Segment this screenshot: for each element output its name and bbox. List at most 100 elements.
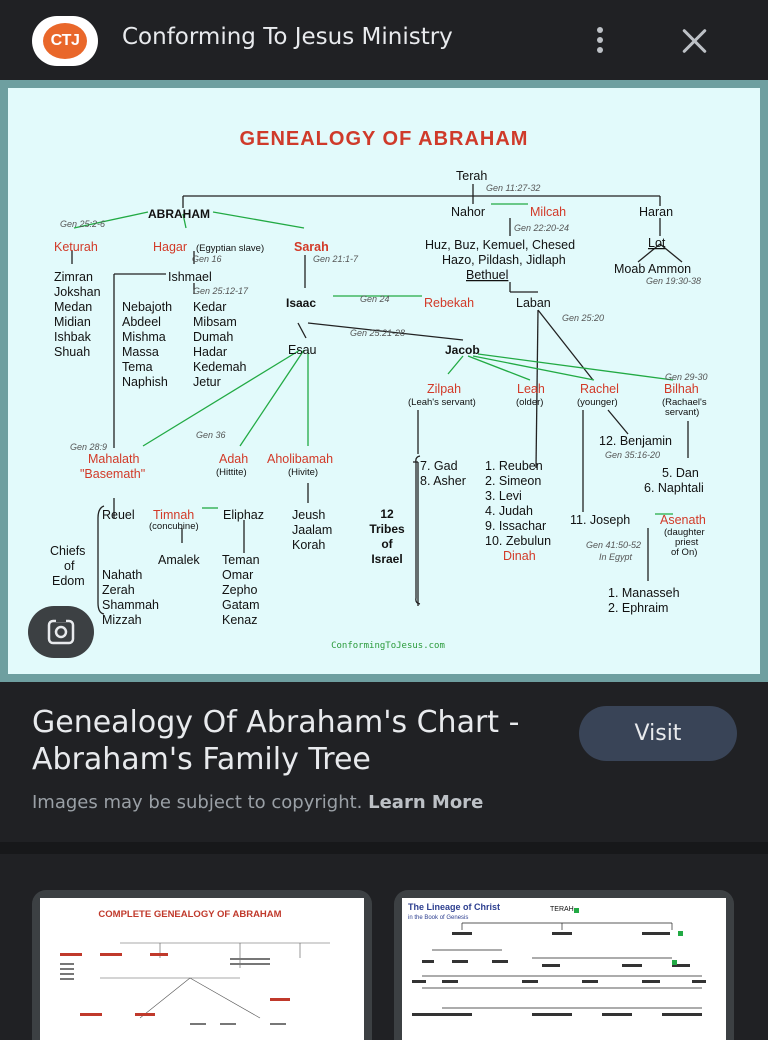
svg-text:Gatam: Gatam xyxy=(222,598,260,612)
svg-text:3. Levi: 3. Levi xyxy=(485,489,522,503)
svg-text:Adah: Adah xyxy=(219,452,248,466)
close-icon[interactable] xyxy=(680,26,710,56)
svg-text:Gen 22:20-24: Gen 22:20-24 xyxy=(514,223,569,233)
svg-text:Zepho: Zepho xyxy=(222,583,257,597)
gen-references: Gen 11:27-32 Gen 25:2-6 Gen 16 Gen 21:1-… xyxy=(60,183,708,562)
copyright-notice: Images may be subject to copyright. Lear… xyxy=(32,792,483,813)
svg-text:Massa: Massa xyxy=(122,345,159,359)
svg-text:1. Manasseh: 1. Manasseh xyxy=(608,586,680,600)
image-title[interactable]: Genealogy Of Abraham's Chart - Abraham's… xyxy=(32,705,520,777)
svg-text:Shammah: Shammah xyxy=(102,598,159,612)
svg-text:Isaac: Isaac xyxy=(286,296,316,310)
visit-button[interactable]: Visit xyxy=(579,706,737,761)
svg-text:(daughter: (daughter xyxy=(664,527,705,538)
svg-text:(Hivite): (Hivite) xyxy=(288,467,318,478)
svg-text:6. Naphtali: 6. Naphtali xyxy=(644,481,704,495)
svg-text:12. Benjamin: 12. Benjamin xyxy=(599,434,672,448)
svg-text:Midian: Midian xyxy=(54,315,91,329)
top-bar: CTJ Conforming To Jesus Ministry xyxy=(0,0,768,80)
more-vert-icon[interactable] xyxy=(590,24,610,56)
svg-text:Edom: Edom xyxy=(52,574,85,588)
svg-text:Kedemah: Kedemah xyxy=(193,360,247,374)
image-info-panel: Genealogy Of Abraham's Chart - Abraham's… xyxy=(0,682,768,842)
thumb-2-title: The Lineage of Christ xyxy=(408,902,500,912)
svg-text:Jokshan: Jokshan xyxy=(54,285,101,299)
svg-text:In Egypt: In Egypt xyxy=(599,552,633,562)
svg-text:Jetur: Jetur xyxy=(193,375,221,389)
related-thumb-1[interactable]: COMPLETE GENEALOGY OF ABRAHAM xyxy=(32,890,372,1040)
svg-text:Korah: Korah xyxy=(292,538,325,552)
thumb-2-image: The Lineage of Christ in the Book of Gen… xyxy=(402,898,726,1040)
svg-text:Ishmael: Ishmael xyxy=(168,270,212,284)
svg-text:Gen 19:30-38: Gen 19:30-38 xyxy=(646,276,701,286)
svg-text:ABRAHAM: ABRAHAM xyxy=(148,207,210,221)
svg-text:8. Asher: 8. Asher xyxy=(420,474,466,488)
chart-watermark: ConformingToJesus.com xyxy=(331,641,445,651)
site-logo[interactable]: CTJ xyxy=(32,16,98,66)
svg-text:Leah: Leah xyxy=(517,382,545,396)
svg-text:Gen 41:50-52: Gen 41:50-52 xyxy=(586,540,641,550)
svg-text:Chiefs: Chiefs xyxy=(50,544,85,558)
thumb-2-subtitle: in the Book of Genesis xyxy=(408,915,468,921)
svg-text:Israel: Israel xyxy=(371,552,402,566)
svg-text:2. Ephraim: 2. Ephraim xyxy=(608,601,668,615)
svg-text:Sarah: Sarah xyxy=(294,240,329,254)
svg-text:Hadar: Hadar xyxy=(193,345,227,359)
svg-text:(younger): (younger) xyxy=(577,397,618,408)
ishmael-sons-list: Nebajoth Abdeel Mishma Massa Tema Naphis… xyxy=(122,300,247,389)
svg-text:"Basemath": "Basemath" xyxy=(80,467,145,481)
svg-text:Abdeel: Abdeel xyxy=(122,315,161,329)
svg-text:Gen 25:21-28: Gen 25:21-28 xyxy=(350,328,405,338)
svg-text:Terah: Terah xyxy=(456,169,487,183)
related-images: COMPLETE GENEALOGY OF ABRAHAM xyxy=(0,842,768,1040)
svg-text:Naphish: Naphish xyxy=(122,375,168,389)
svg-text:Moab Ammon: Moab Ammon xyxy=(614,262,691,276)
svg-text:Aholibamah: Aholibamah xyxy=(267,452,333,466)
svg-text:Mizzah: Mizzah xyxy=(102,613,142,627)
svg-text:Jaalam: Jaalam xyxy=(292,523,332,537)
svg-text:Reuel: Reuel xyxy=(102,508,135,522)
learn-more-link[interactable]: Learn More xyxy=(368,792,484,813)
svg-text:4. Judah: 4. Judah xyxy=(485,504,533,518)
thumb-1-preview: COMPLETE GENEALOGY OF ABRAHAM xyxy=(60,909,330,1025)
green-connectors xyxy=(73,203,674,515)
svg-text:Gen 21:1-7: Gen 21:1-7 xyxy=(313,254,359,264)
svg-text:Gen 25:12-17: Gen 25:12-17 xyxy=(193,286,249,296)
svg-text:Gen 36: Gen 36 xyxy=(196,430,226,440)
svg-text:Dinah: Dinah xyxy=(503,549,536,563)
people-names: Terah ABRAHAM Nahor Haran Huz, Buz, Kemu… xyxy=(102,169,691,567)
svg-text:5. Dan: 5. Dan xyxy=(662,466,699,480)
svg-text:Teman: Teman xyxy=(222,553,260,567)
twelve-tribes-label: 12 Tribes of Israel xyxy=(369,507,405,566)
svg-text:Asenath: Asenath xyxy=(660,513,706,527)
related-thumb-2[interactable]: The Lineage of Christ in the Book of Gen… xyxy=(394,890,734,1040)
svg-text:Nahath: Nahath xyxy=(102,568,142,582)
svg-text:of: of xyxy=(64,559,75,573)
copyright-text: Images may be subject to copyright. xyxy=(32,792,363,813)
svg-text:(older): (older) xyxy=(516,397,543,408)
svg-text:priest: priest xyxy=(675,537,699,548)
lens-button[interactable] xyxy=(28,606,94,658)
svg-text:(concubine): (concubine) xyxy=(149,521,199,532)
svg-text:of: of xyxy=(381,537,393,551)
svg-text:Nahor: Nahor xyxy=(451,205,485,219)
lens-icon xyxy=(47,618,75,645)
genealogy-chart: GENEALOGY OF ABRAHAM xyxy=(8,88,760,674)
svg-text:(Rachael's: (Rachael's xyxy=(662,397,707,408)
svg-text:Mishma: Mishma xyxy=(122,330,166,344)
svg-text:11. Joseph: 11. Joseph xyxy=(570,513,630,527)
svg-text:Hagar: Hagar xyxy=(153,240,187,254)
svg-text:Gen 16: Gen 16 xyxy=(192,254,222,264)
svg-text:Kedar: Kedar xyxy=(193,300,226,314)
site-name[interactable]: Conforming To Jesus Ministry xyxy=(122,24,453,50)
svg-text:Kenaz: Kenaz xyxy=(222,613,257,627)
svg-text:10. Zebulun: 10. Zebulun xyxy=(485,534,551,548)
svg-text:Gen 25:20: Gen 25:20 xyxy=(562,313,604,323)
svg-text:Tema: Tema xyxy=(122,360,153,374)
image-preview[interactable]: GENEALOGY OF ABRAHAM xyxy=(0,80,768,682)
svg-text:Gen 35:16-20: Gen 35:16-20 xyxy=(605,450,660,460)
svg-text:Jeush: Jeush xyxy=(292,508,325,522)
svg-text:Rebekah: Rebekah xyxy=(424,296,474,310)
svg-text:Bethuel: Bethuel xyxy=(466,268,508,282)
svg-text:Haran: Haran xyxy=(639,205,673,219)
